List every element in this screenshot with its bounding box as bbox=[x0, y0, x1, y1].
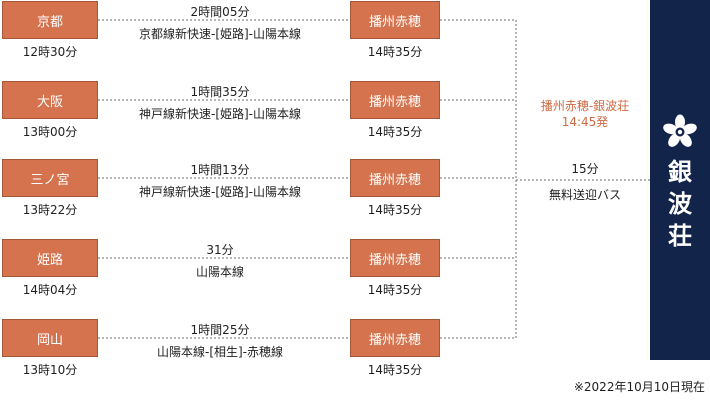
train-line: 神戸線新快速-[姫路]-山陽本線 bbox=[138, 185, 302, 199]
origin-station-box: 三ノ宮 bbox=[2, 159, 98, 197]
train-line: 山陽本線-[相生]-赤穂線 bbox=[156, 345, 284, 359]
travel-duration: 31分 bbox=[206, 243, 234, 257]
transfer-station-box: 播州赤穂 bbox=[350, 159, 440, 197]
transfer-station-box: 播州赤穂 bbox=[350, 239, 440, 277]
origin-station-box: 京都 bbox=[2, 1, 98, 39]
origin-station-box: 姫路 bbox=[2, 239, 98, 277]
train-line: 山陽本線 bbox=[195, 265, 244, 279]
date-note: ※2022年10月10日現在 bbox=[573, 380, 705, 394]
travel-duration: 1時間35分 bbox=[190, 85, 250, 99]
family-crest-icon bbox=[663, 114, 697, 147]
ryokan-brand-panel: 銀波荘 bbox=[650, 0, 710, 360]
train-line: 神戸線新快速-[姫路]-山陽本線 bbox=[138, 107, 302, 121]
travel-duration: 1時間25分 bbox=[190, 323, 250, 337]
arrival-time: 14時35分 bbox=[367, 125, 423, 139]
departure-time: 13時00分 bbox=[22, 125, 78, 139]
shuttle-duration-label: 15分 bbox=[571, 162, 599, 176]
arrival-time: 14時35分 bbox=[367, 45, 423, 59]
departure-time: 12時30分 bbox=[22, 45, 78, 59]
departure-time: 13時10分 bbox=[22, 363, 78, 377]
origin-station-box: 岡山 bbox=[2, 319, 98, 357]
shuttle-route-label: 播州赤穂-銀波荘 bbox=[540, 99, 630, 113]
arrival-time: 14時35分 bbox=[367, 203, 423, 217]
origin-station-box: 大阪 bbox=[2, 81, 98, 119]
transfer-station-box: 播州赤穂 bbox=[350, 1, 440, 39]
transfer-station-box: 播州赤穂 bbox=[350, 319, 440, 357]
ryokan-name: 銀波荘 bbox=[668, 157, 692, 250]
departure-time: 13時22分 bbox=[22, 203, 78, 217]
departure-time: 14時04分 bbox=[22, 283, 78, 297]
arrival-time: 14時35分 bbox=[367, 363, 423, 377]
shuttle-departure-label: 14:45発 bbox=[561, 115, 609, 129]
transfer-station-box: 播州赤穂 bbox=[350, 81, 440, 119]
shuttle-bus-label: 無料送迎バス bbox=[548, 188, 621, 202]
arrival-time: 14時35分 bbox=[367, 283, 423, 297]
travel-duration: 1時間13分 bbox=[190, 163, 250, 177]
train-line: 京都線新快速-[姫路]-山陽本線 bbox=[138, 27, 302, 41]
travel-duration: 2時間05分 bbox=[190, 5, 250, 19]
